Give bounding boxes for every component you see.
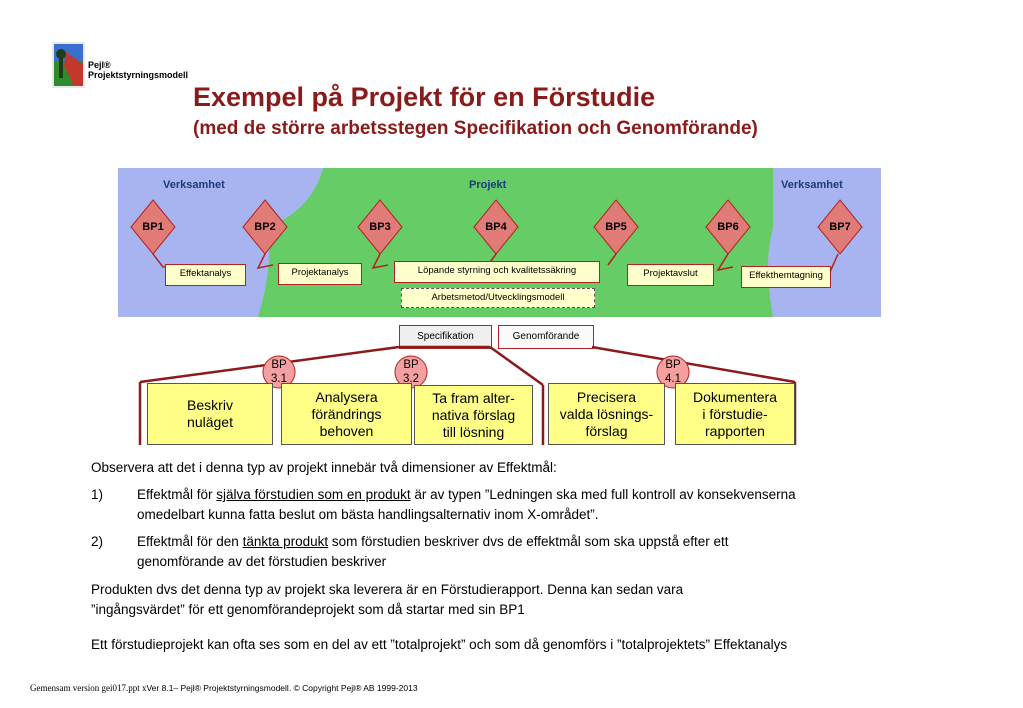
item1-underlined: själva förstudien som en produkt [216,487,411,502]
bp1-label: BP1 [142,221,164,233]
phase-effekthemtagning: Effekthemtagning [741,266,831,288]
step4-line2: valda lösnings- [559,405,654,422]
step5-line3: rapporten [705,422,765,439]
step2-line1: Analysera [315,388,378,405]
phase-lopande-styrning: Löpande styrning och kvalitetssäkring [394,261,600,283]
step5-line1: Dokumentera [692,388,778,405]
zone-label-verksamhet-left: Verksamhet [163,179,225,191]
item1-pre: Effektmål för [137,487,217,502]
item2-post: som förstudien beskriver dvs de effektmå… [328,534,729,549]
phase-effektanalys: Effektanalys [165,264,246,286]
bp3-diamond [357,199,403,255]
paragraph-totalprojekt: Ett förstudieprojekt kan ofta ses som en… [91,637,788,652]
page-title: Exempel på Projekt för en Förstudie [193,82,656,112]
zone-label-verksamhet-right: Verksamhet [781,179,843,191]
step4-line1: Precisera [576,388,637,405]
step2-line2: förändrings [311,405,382,422]
phase-projektavslut: Projektavslut [627,264,714,286]
bp32-label-line1: BP [403,359,419,371]
step3-line1: Ta fram alter- [432,389,515,406]
bp2-label: BP2 [254,221,276,233]
item1-line2: omedelbart kunna fatta beslut om bästa h… [137,507,599,522]
item2-text: Effektmål för den tänkta produkt som för… [137,532,967,572]
page-subtitle: (med de större arbetsstegen Specifikatio… [193,118,758,139]
item2-pre: Effektmål för den [137,534,243,549]
bp32-label: BP 3.2 [397,358,425,386]
bp31-label-line2: 3.1 [271,373,287,385]
paragraph-produkten-line2: ”ingångsvärdet” för ett genomförandeproj… [91,602,525,617]
footer-copyright: Ver 8.1– Pejl® Projektstyrningsmodell. ©… [146,683,418,693]
tab-specifikation: Specifikation [399,325,492,349]
phase-projektanalys: Projektanalys [278,263,362,285]
bp31-label: BP 3.1 [265,358,293,386]
bp4-label: BP4 [485,221,507,233]
brand-subtitle: Projektstyrningsmodell [88,70,189,80]
bp7-diamond [817,199,863,255]
bp1-diamond [130,199,176,255]
step1-line1: Beskriv [187,397,233,413]
bp41-circle [656,355,690,389]
item2-underlined: tänkta produkt [242,534,329,549]
step5-line2: i förstudie- [702,405,768,422]
step1-line2: nuläget [187,414,233,430]
bp6-diamond [705,199,751,255]
bp2-diamond [242,199,288,255]
bp32-label-line2: 3.2 [403,373,419,385]
bp41-label: BP 4.1 [659,358,687,386]
zone-label-projekt: Projekt [469,179,507,191]
bp7-label: BP7 [829,221,851,233]
brand: Pejl® Projektstyrningsmodell [88,60,188,80]
process-diagram: Verksamhet Projekt Verksamhet BP1 BP2 BP… [118,168,881,317]
bp5-diamond [593,199,639,255]
phase-arbetsmetod: Arbetsmetod/Utvecklingsmodell [401,288,595,308]
bp6-label: BP6 [717,221,739,233]
item2-line2: genomförande av det förstudien beskriver [137,554,387,569]
brand-name: Pejl® [88,60,111,70]
intro-text: Observera att det i denna typ av projekt… [91,460,557,475]
step2-line3: behoven [319,422,374,439]
step3-line2: nativa förslag [431,406,516,423]
footer-version: Gemensam version gei017.ppt x [30,683,147,693]
bp31-circle [262,355,296,389]
item1-post: är av typen ”Ledningen ska med full kont… [410,487,796,502]
step4-line3: förslag [585,422,628,439]
item2-number: 2) [91,534,104,549]
bp-diamonds [130,199,863,255]
tab-genomforande: Genomförande [498,325,594,349]
bp41-label-line1: BP [665,359,681,371]
bp41-label-line2: 4.1 [665,373,681,385]
item1-text: Effektmål för själva förstudien som en p… [137,485,967,525]
bp3-label: BP3 [369,221,391,233]
pejl-logo [52,42,85,88]
footer: Gemensam version gei017.ppt xVer 8.1– Pe… [30,683,418,693]
paragraph-produkten: Produkten dvs det denna typ av projekt s… [91,580,991,620]
step3-line3: till lösning [442,423,505,440]
bp4-diamond [473,199,519,255]
bp5-label: BP5 [605,221,627,233]
bp31-label-line1: BP [271,359,287,371]
paragraph-produkten-line1: Produkten dvs det denna typ av projekt s… [91,582,684,597]
item1-number: 1) [91,487,104,502]
